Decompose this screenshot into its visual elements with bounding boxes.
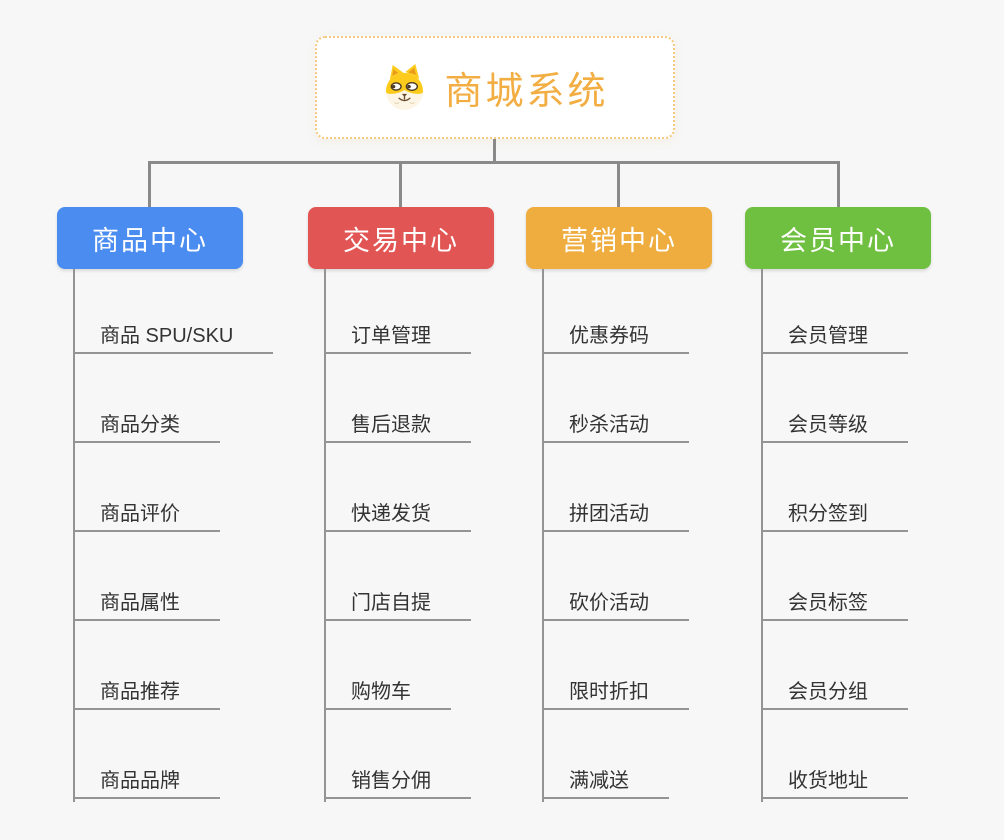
branch-topic-members[interactable]: 会员中心 (745, 207, 931, 269)
branch-topic-marketing[interactable]: 营销中心 (526, 207, 712, 269)
child-topic[interactable]: 满减送 (542, 710, 669, 799)
child-topic[interactable]: 订单管理 (324, 269, 471, 354)
branch-rail-line (148, 161, 840, 164)
branch-topic-label: 商品中心 (92, 225, 208, 256)
child-topic[interactable]: 会员等级 (761, 354, 908, 443)
branch-drop-line (148, 161, 151, 207)
child-topic[interactable]: 门店自提 (324, 532, 471, 621)
child-topic[interactable]: 商品 SPU/SKU (73, 269, 274, 354)
branch-drop-line (399, 161, 402, 207)
child-topic[interactable]: 购物车 (324, 621, 451, 710)
child-topic[interactable]: 商品品牌 (73, 710, 220, 799)
child-topic[interactable]: 优惠券码 (542, 269, 689, 354)
trunk-line (761, 269, 763, 802)
branch-topic-label: 营销中心 (561, 225, 677, 256)
branch-topic-products[interactable]: 商品中心 (57, 207, 243, 269)
trunk-line (542, 269, 544, 802)
child-topic[interactable]: 售后退款 (324, 354, 471, 443)
child-topic[interactable]: 会员分组 (761, 621, 908, 710)
trunk-line (73, 269, 75, 802)
branch-topic-label: 交易中心 (343, 225, 459, 256)
child-topic[interactable]: 秒杀活动 (542, 354, 689, 443)
child-topic[interactable]: 商品属性 (73, 532, 220, 621)
child-topic[interactable]: 商品评价 (73, 443, 220, 532)
child-topic[interactable]: 会员管理 (761, 269, 908, 354)
child-topic[interactable]: 拼团活动 (542, 443, 689, 532)
trunk-line (324, 269, 326, 802)
child-topic[interactable]: 收货地址 (761, 710, 908, 799)
root-topic-title: 商城系统 (444, 71, 609, 113)
child-topic[interactable]: 砍价活动 (542, 532, 689, 621)
branch-topic-label: 会员中心 (780, 225, 896, 256)
child-topic[interactable]: 商品分类 (73, 354, 220, 443)
root-connector-line (493, 139, 496, 164)
branch-drop-line (837, 161, 840, 207)
child-topic[interactable]: 销售分佣 (324, 710, 471, 799)
dog-face-icon (386, 64, 424, 111)
child-topic[interactable]: 会员标签 (761, 532, 908, 621)
branch-topic-trade[interactable]: 交易中心 (308, 207, 494, 269)
child-topic[interactable]: 商品推荐 (73, 621, 220, 710)
child-topic[interactable]: 积分签到 (761, 443, 908, 532)
child-topic[interactable]: 限时折扣 (542, 621, 689, 710)
child-topic[interactable]: 快递发货 (324, 443, 471, 532)
branch-drop-line (617, 161, 620, 207)
root-topic[interactable]: 商城系统 (315, 36, 675, 139)
